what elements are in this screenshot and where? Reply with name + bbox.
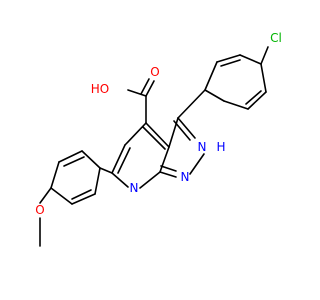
bond	[63, 156, 85, 167]
bond	[159, 146, 170, 173]
bond	[50, 161, 60, 189]
bond	[71, 193, 96, 205]
bond	[260, 46, 269, 65]
bond	[189, 153, 205, 175]
bond	[127, 89, 147, 97]
bond	[50, 187, 73, 205]
bond	[145, 80, 155, 97]
bond	[173, 120, 191, 141]
bond	[111, 144, 126, 174]
molecule-structure: HO O N N N H Cl O	[0, 0, 300, 300]
atom-labels: HO O N N N H Cl O	[35, 31, 282, 217]
bond	[58, 150, 83, 163]
bond	[81, 150, 101, 169]
bond	[223, 100, 249, 110]
bond	[220, 59, 241, 67]
bond	[160, 165, 177, 172]
chlorine-label: Cl	[270, 31, 282, 45]
bond	[139, 171, 161, 189]
bond	[94, 167, 101, 195]
methoxy-oxygen-label: O	[35, 203, 44, 217]
bond	[177, 89, 206, 119]
bond	[142, 126, 166, 150]
canvas-background	[0, 0, 300, 300]
pyridine-nitrogen-label: N	[130, 181, 139, 195]
bond	[111, 172, 129, 188]
bond	[260, 63, 267, 93]
bond	[99, 167, 113, 174]
pyrazole-hydrogen-label: H	[216, 140, 225, 154]
bond	[177, 117, 196, 139]
bond	[71, 189, 92, 200]
bond	[204, 61, 218, 91]
bond	[245, 90, 262, 105]
bond	[204, 89, 225, 102]
hydroxyl-label: HO	[91, 82, 109, 96]
bond	[247, 91, 267, 110]
bond	[145, 122, 170, 148]
pyrazole-nh-nitrogen-label: N	[198, 140, 207, 154]
bond	[117, 147, 131, 174]
bond	[159, 171, 177, 178]
bond	[216, 54, 241, 63]
bond	[239, 54, 262, 65]
carbonyl-oxygen-label: O	[150, 65, 159, 79]
bond	[140, 78, 150, 95]
bond-lines	[39, 46, 269, 247]
bond	[39, 187, 52, 204]
pyrazole-nitrogen-label: N	[181, 170, 190, 184]
